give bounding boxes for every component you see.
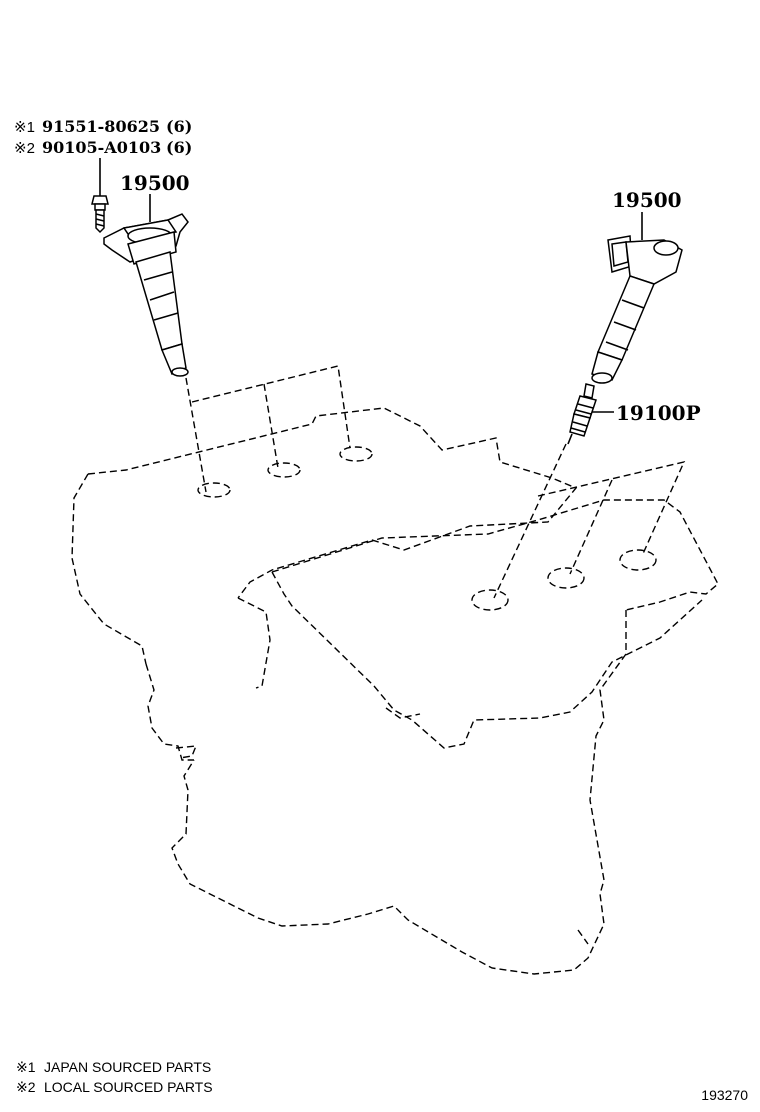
legend-1-text: JAPAN SOURCED PARTS [44,1059,211,1075]
ignition-coil-right-icon[interactable] [591,235,683,384]
note-2-marker: ※2 [14,140,35,157]
fastener-note-1: ※1 91551-80625 (6) [14,117,192,136]
left-bank-alignment-lines [185,365,351,493]
coil-left-part-number[interactable]: 19500 [120,171,190,195]
legend-1-marker: ※1 [16,1059,36,1075]
legend: ※1 JAPAN SOURCED PARTS ※2 LOCAL SOURCED … [16,1059,213,1095]
spark-plug-part-number[interactable]: 19100P [616,401,701,425]
ignition-coil-left-icon[interactable] [103,213,189,377]
note-2-part-number[interactable]: 90105-A0103 [42,138,161,157]
legend-2-marker: ※2 [16,1079,36,1095]
legend-2-text: LOCAL SOURCED PARTS [44,1079,213,1095]
spark-plug-icon[interactable] [567,383,597,445]
illustration-number: 193270 [701,1087,748,1103]
bolt-icon[interactable] [91,195,109,234]
note-1-quantity: (6) [166,117,192,136]
note-1-part-number[interactable]: 91551-80625 [42,117,160,136]
coil-right-part-number[interactable]: 19500 [612,188,682,212]
engine-block-outline [71,407,719,975]
note-2-quantity: (6) [166,138,192,157]
note-1-marker: ※1 [14,119,35,136]
fastener-note-2: ※2 90105-A0103 (6) [14,138,192,157]
right-bank-alignment-lines [493,443,686,599]
